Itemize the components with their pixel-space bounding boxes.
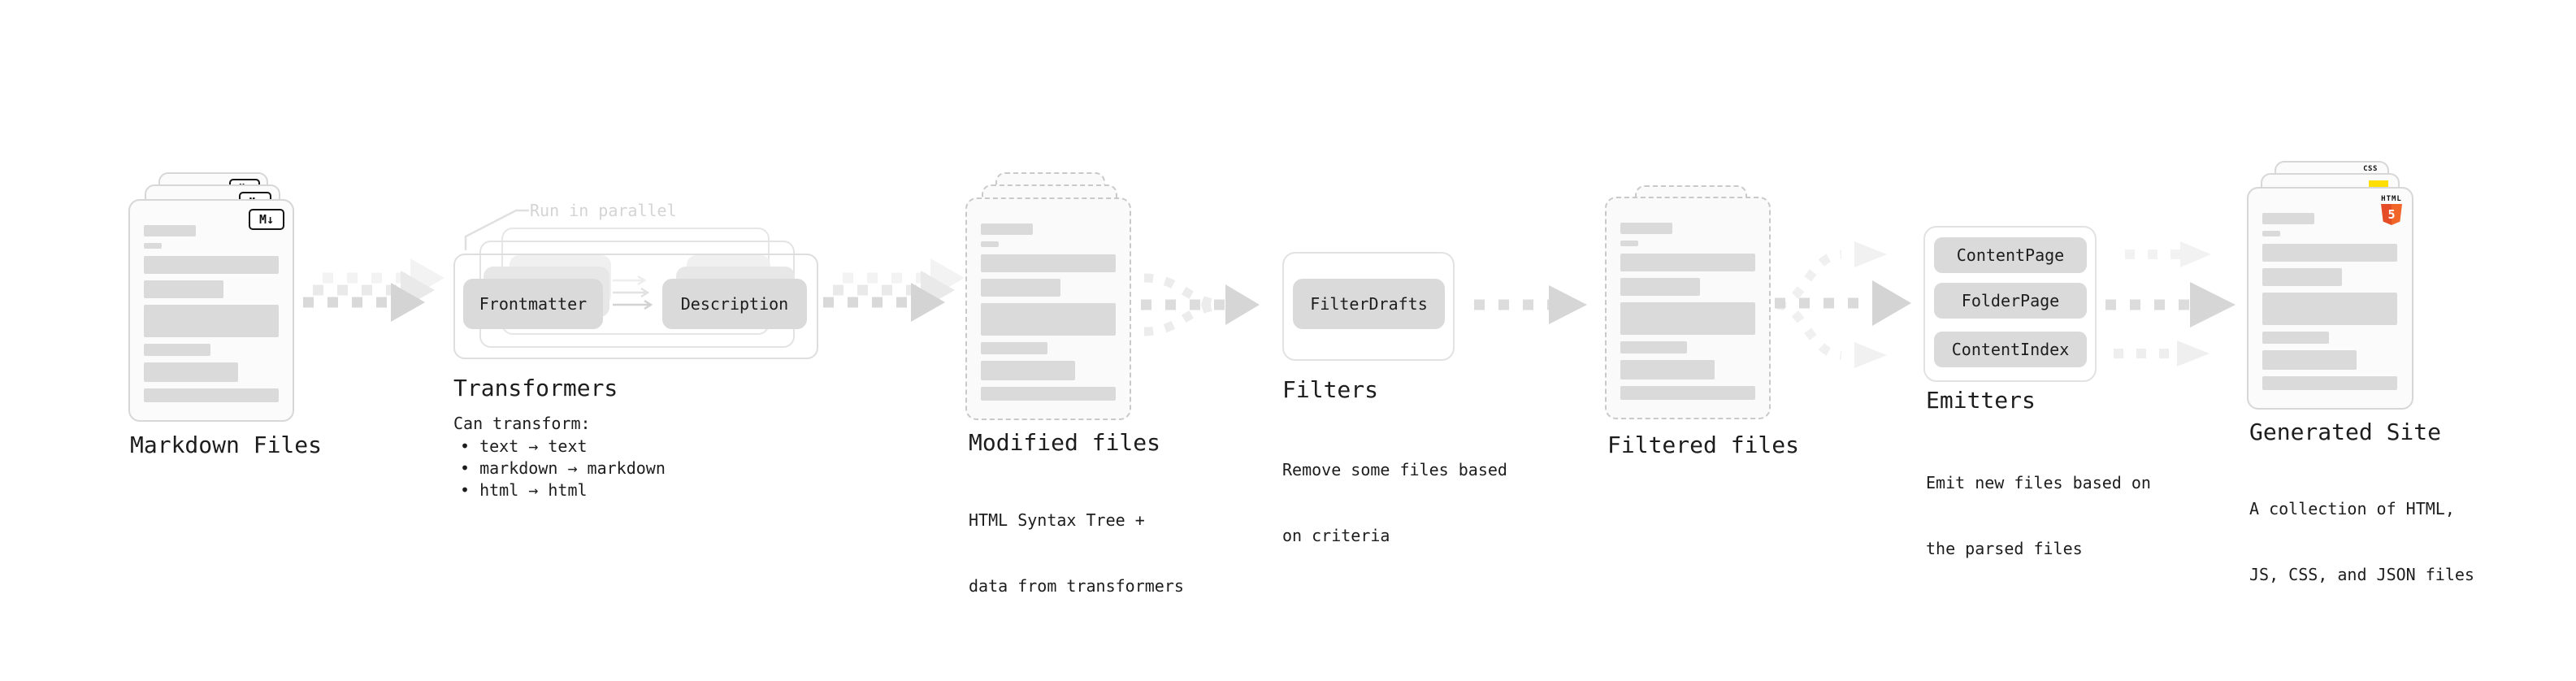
- text-line-placeholder: [144, 344, 210, 356]
- text-line-placeholder: [144, 243, 162, 249]
- filtered-doc-front: [1605, 197, 1771, 419]
- desc-line: data from transformers: [969, 576, 1184, 596]
- text-line-placeholder: [1620, 241, 1638, 246]
- merge-arrow-modified-to-filters-icon: [1141, 273, 1260, 336]
- arrow-transformers-to-modified-icon: [823, 258, 965, 322]
- filterdrafts-chip: FilterDrafts: [1293, 279, 1445, 329]
- desc-line: A collection of HTML,: [2249, 499, 2455, 518]
- text-line-placeholder: [2262, 268, 2342, 286]
- markdown-logo-icon: M↓: [249, 209, 284, 230]
- contentpage-chip: ContentPage: [1934, 237, 2087, 273]
- desc-line: JS, CSS, and JSON files: [2249, 565, 2474, 584]
- text-line-placeholder: [144, 388, 279, 402]
- desc-line: HTML Syntax Tree +: [969, 510, 1145, 530]
- transformers-bullet: • text → text: [460, 436, 588, 456]
- text-line-placeholder: [1620, 341, 1687, 354]
- modified-doc-front: [965, 197, 1131, 420]
- contentindex-chip: ContentIndex: [1934, 332, 2087, 367]
- generated-site-caption: Generated Site: [2249, 419, 2442, 445]
- text-line-placeholder: [144, 225, 196, 236]
- filters-desc: Remove some files based on criteria: [1282, 415, 1507, 591]
- markdown-doc-front: M↓: [128, 199, 294, 422]
- text-line-placeholder: [144, 305, 279, 337]
- transformers-bullet: • markdown → markdown: [460, 458, 666, 478]
- transformers-caption: Transformers: [453, 375, 618, 401]
- text-line-placeholder: [2262, 332, 2329, 344]
- modified-files-caption: Modified files: [969, 429, 1161, 456]
- text-line-placeholder: [981, 361, 1075, 380]
- text-line-placeholder: [2262, 376, 2397, 390]
- fanout-arrow-filtered-to-emitters-icon: [1775, 241, 1911, 368]
- modified-files-desc: HTML Syntax Tree + data from transformer…: [969, 466, 1184, 641]
- arrows-emitters-to-site-icon: [2105, 241, 2236, 367]
- text-line-placeholder: [1620, 386, 1755, 400]
- text-line-placeholder: [981, 223, 1033, 235]
- transformers-bullet: • html → html: [460, 480, 588, 500]
- text-line-placeholder: [981, 254, 1116, 272]
- text-line-placeholder: [2262, 293, 2397, 325]
- text-line-placeholder: [981, 387, 1116, 401]
- text-line-placeholder: [981, 279, 1060, 297]
- desc-line: on criteria: [1282, 526, 1390, 545]
- arrow-filters-to-filtered-icon: [1474, 285, 1587, 324]
- text-line-placeholder: [1620, 302, 1755, 335]
- text-line-placeholder: [1620, 360, 1715, 380]
- text-line-placeholder: [981, 342, 1047, 354]
- text-line-placeholder: [2262, 350, 2357, 370]
- desc-line: Emit new files based on: [1926, 473, 2151, 492]
- css-badge-label: CSS: [2363, 165, 2378, 173]
- parallel-bracket-icon: [464, 209, 529, 250]
- text-line-placeholder: [144, 362, 238, 382]
- text-line-placeholder: [981, 241, 999, 247]
- emitters-caption: Emitters: [1926, 387, 2036, 414]
- frontmatter-chip: Frontmatter: [463, 279, 603, 329]
- emitters-desc: Emit new files based on the parsed files: [1926, 428, 2151, 604]
- generated-site-desc: A collection of HTML, JS, CSS, and JSON …: [2249, 454, 2474, 630]
- filters-caption: Filters: [1282, 376, 1379, 403]
- text-line-placeholder: [2262, 213, 2314, 224]
- text-line-placeholder: [144, 256, 279, 274]
- html5-logo-icon: HTML 5: [2381, 195, 2402, 225]
- site-doc-front: HTML 5: [2247, 187, 2413, 410]
- transformer-box-front: [453, 254, 818, 359]
- text-line-placeholder: [1620, 254, 1755, 271]
- html5-shield: 5: [2381, 204, 2402, 225]
- run-in-parallel-note: Run in parallel: [530, 201, 677, 220]
- text-line-placeholder: [1620, 278, 1700, 296]
- markdown-files-caption: Markdown Files: [130, 432, 323, 458]
- transform-step-arrows-icon: [613, 275, 653, 310]
- text-line-placeholder: [981, 303, 1116, 336]
- description-chip: Description: [662, 279, 807, 329]
- desc-line: Remove some files based: [1282, 460, 1507, 479]
- text-line-placeholder: [1620, 223, 1672, 234]
- arrow-markdown-to-transformers-icon: [303, 258, 445, 322]
- text-line-placeholder: [2262, 244, 2397, 262]
- transformers-desc-title: Can transform:: [453, 414, 591, 433]
- filtered-files-caption: Filtered files: [1607, 432, 1800, 458]
- html5-logo-text: HTML: [2381, 195, 2402, 203]
- folderpage-chip: FolderPage: [1934, 283, 2087, 319]
- text-line-placeholder: [144, 280, 223, 298]
- text-line-placeholder: [2262, 231, 2280, 236]
- desc-line: the parsed files: [1926, 539, 2083, 558]
